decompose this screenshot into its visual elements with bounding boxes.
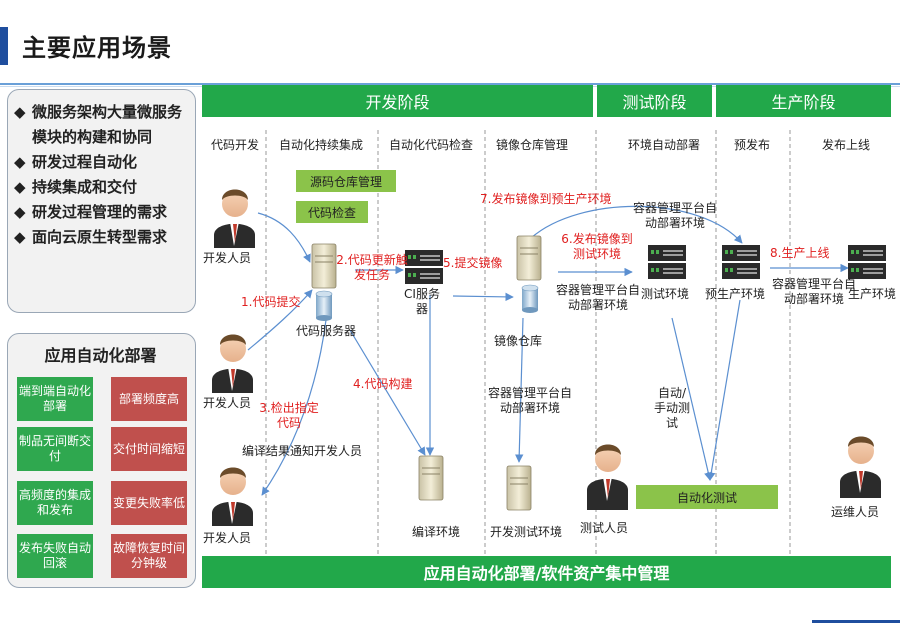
- ops-label: 运维人员: [831, 505, 880, 519]
- scenario-bullets: ◆ 微服务架构大量微服务模块的构建和协同 ◆ 研发过程自动化 ◆ 持续集成和交付…: [14, 100, 192, 250]
- diamond-icon: ◆: [14, 103, 26, 121]
- prod-env-label: 生产环境: [848, 287, 897, 301]
- container-label: 容器管理平台自动部署环境: [555, 283, 640, 312]
- bullet-item: ◆ 微服务架构大量微服务模块的构建和协同: [14, 100, 192, 150]
- bullet-text: 微服务架构大量微服务模块的构建和协同: [32, 103, 183, 146]
- dev2-label: 开发人员: [203, 396, 252, 410]
- auto-manual-label: 自动/手动测试: [653, 386, 690, 430]
- rack-icon-prod: [848, 245, 886, 279]
- diamond-icon: ◆: [14, 203, 26, 221]
- step-7: 7.发布镜像到预生产环境: [480, 192, 612, 206]
- server-icon-devtest: [506, 465, 532, 511]
- server-icon-compile: [418, 455, 444, 501]
- column-header: 代码开发: [211, 138, 260, 152]
- step-8: 8.生产上线: [770, 246, 830, 260]
- bullet-item: ◆ 研发过程管理的需求: [14, 200, 192, 225]
- phase-test: 测试阶段: [597, 85, 712, 117]
- repo-tag: 源码仓库管理: [296, 170, 396, 192]
- rack-icon-ci: [405, 250, 443, 284]
- footer-accent: [812, 620, 900, 623]
- page-title: 主要应用场景: [22, 34, 172, 62]
- bullet-text: 研发过程自动化: [32, 153, 138, 171]
- container-label: 容器管理平台自动部署环境: [632, 201, 717, 230]
- column-header: 自动化持续集成: [279, 138, 364, 152]
- person-icon-ops: [840, 436, 881, 498]
- diamond-icon: ◆: [14, 228, 26, 246]
- scenario-panel: [7, 89, 196, 313]
- column-dividers: [265, 130, 791, 555]
- deploy-benefit: 变更失败率低: [111, 481, 187, 525]
- ci-server-label: CI服务器: [404, 287, 440, 316]
- column-header: 预发布: [734, 138, 771, 152]
- bullet-item: ◆ 研发过程自动化: [14, 150, 192, 175]
- preprod-env-label: 预生产环境: [705, 287, 766, 301]
- column-header: 环境自动部署: [628, 138, 701, 152]
- diamond-icon: ◆: [14, 178, 26, 196]
- bottom-banner: 应用自动化部署/软件资产集中管理: [202, 556, 891, 588]
- dev1-label: 开发人员: [203, 251, 252, 265]
- compile-env-label: 编译环境: [412, 525, 461, 539]
- title-divider: [0, 83, 900, 85]
- image-repo-label: 镜像仓库: [494, 334, 543, 348]
- deploy-feature: 发布失败自动回滚: [17, 534, 93, 578]
- autotest-tag: 自动化测试: [636, 485, 778, 509]
- column-header: 发布上线: [822, 138, 871, 152]
- database-icon-code: [315, 290, 333, 321]
- bullet-item: ◆ 面向云原生转型需求: [14, 225, 192, 250]
- step-1: 1.代码提交: [241, 295, 301, 309]
- bullet-text: 研发过程管理的需求: [32, 203, 168, 221]
- deploy-benefit: 部署频度高: [111, 377, 187, 421]
- person-icon-tester: [587, 444, 628, 510]
- step-3: 3.检出指定代码: [259, 401, 319, 430]
- phase-dev: 开发阶段: [202, 85, 593, 117]
- bullet-text: 持续集成和交付: [32, 178, 138, 196]
- flow-arrows: [247, 205, 849, 496]
- container-label: 容器管理平台自动部署环境: [771, 277, 856, 306]
- diamond-icon: ◆: [14, 153, 26, 171]
- step-5: 5.提交镜像: [443, 256, 503, 270]
- deploy-feature: 制品无间断交付: [17, 427, 93, 471]
- phase-prod: 生产阶段: [716, 85, 891, 117]
- bullet-item: ◆ 持续集成和交付: [14, 175, 192, 200]
- notify-label: 编译结果通知开发人员: [242, 444, 363, 458]
- step-6: 6.发布镜像到测试环境: [561, 232, 633, 261]
- deploy-feature: 端到端自动化部署: [17, 377, 93, 421]
- person-icon-dev3: [212, 467, 253, 526]
- devtest-env-label: 开发测试环境: [490, 525, 563, 539]
- tester-label: 测试人员: [580, 521, 629, 535]
- check-tag: 代码检查: [296, 201, 368, 223]
- database-icon-image: [521, 284, 539, 313]
- column-header: 镜像仓库管理: [496, 138, 569, 152]
- person-icon-dev1: [214, 189, 255, 248]
- deploy-panel-title: 应用自动化部署: [44, 346, 157, 365]
- title-accent-bar: [0, 27, 8, 65]
- deploy-benefit: 交付时间缩短: [111, 427, 187, 471]
- person-icon-dev2: [212, 334, 253, 393]
- column-header: 自动化代码检查: [389, 138, 474, 152]
- deploy-benefit: 故障恢复时间分钟级: [111, 534, 187, 578]
- rack-icon-preprod: [722, 245, 760, 279]
- step-4: 4.代码构建: [353, 377, 413, 391]
- server-icon-code: [311, 243, 337, 289]
- dev3-label: 开发人员: [203, 531, 252, 545]
- test-env-label: 测试环境: [641, 287, 690, 301]
- step-2: 2.代码更新触发任务: [336, 253, 408, 282]
- bullet-text: 面向云原生转型需求: [32, 228, 168, 246]
- server-icon-image: [516, 235, 542, 281]
- deploy-feature: 高频度的集成和发布: [17, 481, 93, 525]
- code-server-label: 代码服务器: [296, 324, 357, 338]
- container-label: 容器管理平台自动部署环境: [487, 386, 572, 415]
- rack-icon-test: [648, 245, 686, 279]
